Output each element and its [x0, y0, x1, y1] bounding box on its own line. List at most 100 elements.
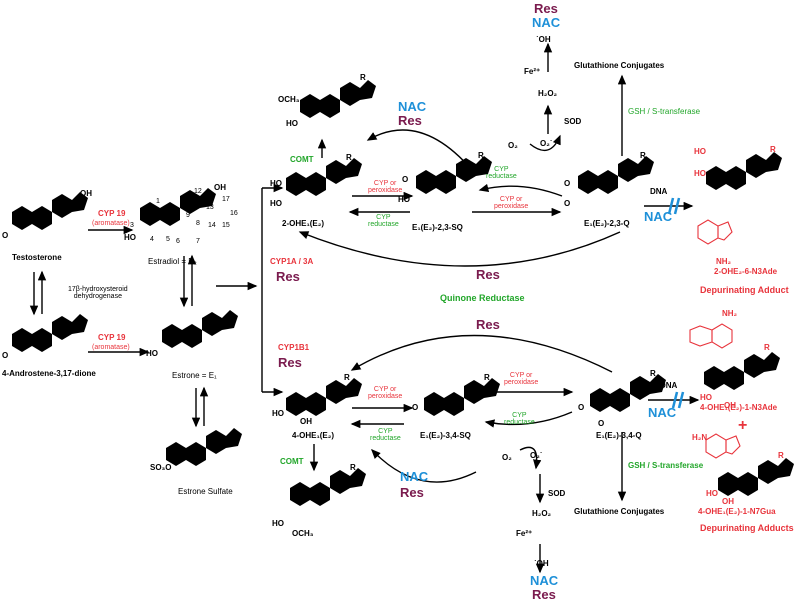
o-testosterone: O — [2, 231, 9, 240]
androstene-label: 4-Androstene-3,17-dione — [2, 369, 96, 378]
comt-bottom: COMT — [280, 457, 304, 466]
estrone-sulfate-structure — [166, 428, 242, 466]
adduct3-label: 4-OHE₁(E₂)-1-N7Gua — [698, 507, 776, 516]
estrone-structure — [162, 310, 238, 348]
estradiol-label: Estradiol = E₂ — [148, 257, 197, 266]
nac-label-bottom-1: NAC — [400, 469, 429, 484]
2-3-q-structure — [578, 156, 654, 194]
r-group-11: R — [778, 451, 784, 460]
ho-4ohe: HO — [272, 409, 284, 418]
quinone-reductase-label: Quinone Reductase — [440, 293, 525, 303]
cyp-peroxidase-2: CYP or peroxidase — [494, 196, 529, 210]
3-4-q-label: E₁(E₂)-3,4-Q — [596, 431, 642, 440]
2-ohe-label: 2-OHE₁(E₂) — [282, 219, 324, 228]
r-group-9: R — [350, 463, 356, 472]
cyp-peroxidase-4: CYP or peroxidase — [504, 372, 539, 386]
glutathione-bottom: Glutathione Conjugates — [574, 507, 665, 516]
adduct-n3ade-structure — [689, 323, 780, 390]
res-label-bottom-2: Res — [532, 587, 556, 602]
2-3-sq-label: E₁(E₂)-2,3-SQ — [412, 223, 463, 232]
o2-label-top: O₂ — [508, 141, 518, 150]
r-group-5: R — [770, 145, 776, 154]
cyp-reductase-2: CYP reductase — [486, 166, 517, 180]
res-label-top: Res — [534, 1, 558, 16]
cyp-reductase-3: CYP reductase — [370, 428, 401, 442]
nac-label-mid-top: NAC — [398, 99, 427, 114]
nac-block-marks — [667, 197, 685, 409]
comt-top: COMT — [290, 155, 314, 164]
depurinating-adducts-label: Depurinating Adducts — [700, 523, 794, 533]
oh-4ohe: OH — [300, 417, 312, 426]
ho-2ohe-b: HO — [270, 199, 282, 208]
o-sulfate: O — [232, 429, 239, 438]
num-12: 12 — [194, 188, 202, 195]
4-ohe-structure — [286, 378, 362, 416]
r-group-6: R — [344, 373, 350, 382]
cyp1b1-label: CYP1B1 — [278, 343, 310, 352]
adduct-n7gua-structure — [705, 433, 794, 496]
res-cyp1b1: Res — [278, 355, 302, 370]
num-9: 9 — [186, 212, 190, 219]
superoxide-label-top: O₂˙ — [540, 139, 553, 148]
ho-methoxy-bottom: HO — [272, 519, 284, 528]
adduct-2-ohe2-structure — [697, 152, 782, 245]
hydroxyl-radical-bottom: ˙OH — [534, 559, 549, 568]
num-13: 13 — [206, 204, 214, 211]
estrone-label: Estrone = E₁ — [172, 371, 217, 380]
ho-adduct1-b: HO — [694, 169, 706, 178]
aromatase-a: (aromatase) — [92, 220, 130, 227]
adduct1-label: 2-OHE₂-6-N3Ade — [714, 267, 778, 276]
h2o2-label-bottom: H₂O₂ — [532, 509, 552, 518]
o-sq34: O — [412, 403, 419, 412]
cyp19-b: CYP 19 — [98, 333, 126, 342]
r-group-7: R — [484, 373, 490, 382]
reaction-arrows — [29, 42, 700, 574]
oh-adduct2: OH — [724, 401, 736, 410]
aromatase-b: (aromatase) — [92, 344, 130, 351]
2-3-q-label: E₁(E₂)-2,3-Q — [584, 219, 630, 228]
ho-methoxy-top: HO — [286, 119, 298, 128]
2-3-sq-structure — [416, 156, 492, 194]
iron-label-bottom: Fe²⁺ — [516, 529, 533, 538]
ho-2ohe-a: HO — [270, 179, 282, 188]
och3-top: OCH₃ — [278, 95, 300, 104]
num-6: 6 — [176, 238, 180, 245]
superoxide-label-bottom: O₂˙ — [530, 451, 543, 460]
ho-adduct2: HO — [700, 393, 712, 402]
res-label-mid-top: Res — [398, 113, 422, 128]
testosterone-label: Testosterone — [12, 253, 62, 262]
o-q34-b: O — [598, 419, 605, 428]
plus-sign: + — [738, 417, 748, 434]
num-8: 8 — [196, 220, 200, 227]
ho-adduct1-a: HO — [694, 147, 706, 156]
r-group-10: R — [764, 343, 770, 352]
res-lower-arc-label: Res — [476, 317, 500, 332]
h2n-adduct3: H₂N — [692, 433, 708, 442]
sod-label-bottom: SOD — [548, 489, 566, 498]
nh2-adduct2: NH₂ — [722, 309, 738, 318]
iron-label-top: Fe²⁺ — [524, 67, 541, 76]
res-arc-label: Res — [476, 267, 500, 282]
num-10: 10 — [166, 216, 174, 223]
nac-label-top: NAC — [532, 15, 561, 30]
3-4-sq-label: E₁(E₂)-3,4-SQ — [420, 431, 471, 440]
num-1: 1 — [156, 198, 160, 205]
res-label-bottom-1: Res — [400, 485, 424, 500]
num-5: 5 — [166, 236, 170, 243]
num-17: 17 — [222, 196, 230, 203]
gsh-transferase-top: GSH / S-transferase — [628, 107, 701, 116]
ho-sq23: HO — [398, 195, 410, 204]
r-group-4: R — [640, 151, 646, 160]
num-4: 4 — [150, 236, 154, 243]
num-11: 11 — [184, 196, 192, 203]
glutathione-top: Glutathione Conjugates — [574, 61, 665, 70]
r-group-1: R — [360, 73, 366, 82]
adduct2-label: 4-OHE₁(E₂)-1-N3Ade — [700, 403, 778, 412]
och3-bottom: OCH₃ — [292, 529, 314, 538]
num-16: 16 — [230, 210, 238, 217]
sod-label-top: SOD — [564, 117, 582, 126]
3-4-sq-structure — [424, 378, 500, 416]
num-14: 14 — [208, 222, 216, 229]
